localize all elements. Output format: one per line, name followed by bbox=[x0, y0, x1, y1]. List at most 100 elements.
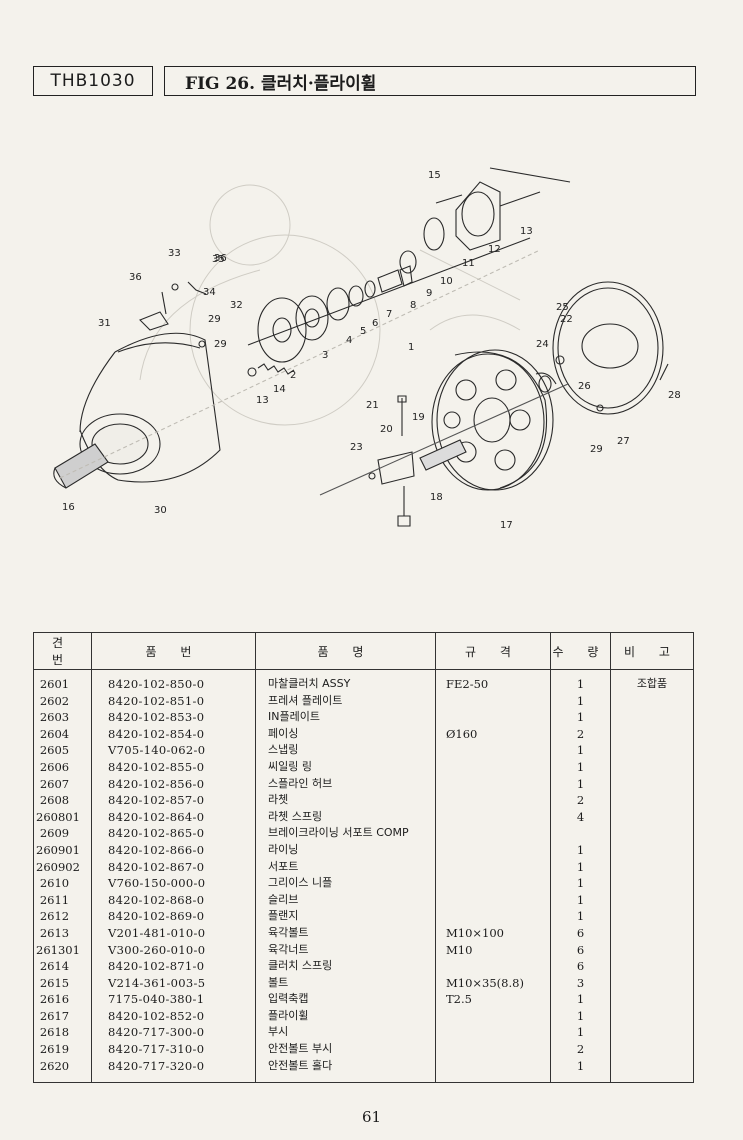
cell-part-no: 8420-102-855-0 bbox=[91, 758, 256, 776]
cell-item-no: 260801 bbox=[33, 808, 92, 826]
cell-spec bbox=[435, 891, 551, 909]
cell-spec bbox=[435, 758, 551, 776]
cell-part-name: 안전볼트 홀다 bbox=[255, 1057, 436, 1084]
callout-label: 31 bbox=[98, 318, 111, 329]
cell-part-no: V201-481-010-0 bbox=[91, 924, 256, 942]
cell-part-name: 라이닝 bbox=[255, 841, 436, 859]
cell-remark bbox=[610, 958, 694, 975]
cell-part-no: 8420-102-852-0 bbox=[91, 1007, 256, 1025]
cell-part-no: V705-140-062-0 bbox=[91, 742, 256, 759]
cell-part-no: 8420-102-867-0 bbox=[91, 858, 256, 876]
cell-part-no: 8420-102-850-0 bbox=[91, 669, 256, 693]
cell-spec: M10×35(8.8) bbox=[435, 974, 551, 992]
col-header-part-name: 품 명 bbox=[255, 632, 436, 670]
cell-spec bbox=[435, 1007, 551, 1025]
cell-qty: 1 bbox=[550, 775, 611, 793]
cell-part-no: 8420-102-865-0 bbox=[91, 825, 256, 842]
cell-remark bbox=[610, 1041, 694, 1058]
cell-part-no: 8420-717-310-0 bbox=[91, 1041, 256, 1058]
cell-item-no: 2615 bbox=[33, 974, 92, 992]
cell-qty: 1 bbox=[550, 858, 611, 876]
cell-qty: 2 bbox=[550, 1041, 611, 1058]
cell-remark bbox=[610, 858, 694, 876]
cell-part-name: 페이싱 bbox=[255, 725, 436, 743]
cell-spec bbox=[435, 841, 551, 859]
callout-label: 18 bbox=[430, 492, 443, 503]
callout-label: 6 bbox=[372, 318, 378, 329]
cell-qty: 6 bbox=[550, 958, 611, 975]
cell-part-name: 육각볼트 bbox=[255, 924, 436, 942]
cell-part-name: 브레이크라이닝 서포트 COMP bbox=[255, 825, 436, 842]
cell-spec bbox=[435, 742, 551, 759]
callout-label: 29 bbox=[214, 339, 227, 350]
cell-remark bbox=[610, 1057, 694, 1084]
callout-label: 27 bbox=[617, 436, 630, 447]
cell-item-no: 2607 bbox=[33, 775, 92, 793]
cell-item-no: 2606 bbox=[33, 758, 92, 776]
cell-qty: 1 bbox=[550, 1024, 611, 1042]
cell-qty: 4 bbox=[550, 808, 611, 826]
cell-item-no: 2611 bbox=[33, 891, 92, 909]
cell-item-no: 2612 bbox=[33, 908, 92, 925]
cell-item-no: 2609 bbox=[33, 825, 92, 842]
callout-label: 3 bbox=[322, 350, 328, 361]
cell-remark bbox=[610, 1007, 694, 1025]
col-header-qty: 수 량 bbox=[550, 632, 611, 670]
cell-item-no: 2620 bbox=[33, 1057, 92, 1084]
cell-part-name: 입력축캡 bbox=[255, 991, 436, 1008]
page-number: 61 bbox=[361, 1108, 382, 1126]
cell-spec: FE2-50 bbox=[435, 669, 551, 693]
cell-part-no: 8420-102-857-0 bbox=[91, 792, 256, 809]
cell-remark bbox=[610, 692, 694, 710]
cell-remark bbox=[610, 941, 694, 959]
callout-label: 22 bbox=[560, 314, 573, 325]
cell-remark bbox=[610, 742, 694, 759]
cell-qty: 1 bbox=[550, 692, 611, 710]
callout-label: 25 bbox=[556, 302, 569, 313]
cell-item-no: 2610 bbox=[33, 875, 92, 892]
cell-spec: M10×100 bbox=[435, 924, 551, 942]
cell-part-name: 클러치 스프링 bbox=[255, 958, 436, 975]
cell-qty: 1 bbox=[550, 1007, 611, 1025]
callout-label: 29 bbox=[590, 444, 603, 455]
callout-label: 21 bbox=[366, 400, 379, 411]
callout-label: 1 bbox=[408, 342, 414, 353]
cell-part-no: 8420-102-869-0 bbox=[91, 908, 256, 925]
cell-part-no: V760-150-000-0 bbox=[91, 875, 256, 892]
cell-remark bbox=[610, 1024, 694, 1042]
cell-item-no: 2613 bbox=[33, 924, 92, 942]
cell-remark bbox=[610, 875, 694, 892]
callout-label: 16 bbox=[62, 502, 75, 513]
callout-label: 5 bbox=[360, 326, 366, 337]
cell-spec bbox=[435, 858, 551, 876]
cell-part-name: 볼트 bbox=[255, 974, 436, 992]
cell-spec bbox=[435, 692, 551, 710]
callout-label: 32 bbox=[230, 300, 243, 311]
cell-qty: 1 bbox=[550, 891, 611, 909]
callout-label: 36 bbox=[214, 253, 227, 264]
cell-qty bbox=[550, 825, 611, 842]
cell-spec bbox=[435, 775, 551, 793]
cell-item-no: 2601 bbox=[33, 669, 92, 693]
cell-part-no: V214-361-003-5 bbox=[91, 974, 256, 992]
cell-part-no: 8420-102-856-0 bbox=[91, 775, 256, 793]
cell-part-name: 부시 bbox=[255, 1024, 436, 1042]
callout-label: 7 bbox=[386, 309, 392, 320]
callout-label: 35 bbox=[212, 254, 225, 265]
cell-part-name: IN플레이트 bbox=[255, 709, 436, 726]
cell-spec bbox=[435, 1041, 551, 1058]
callout-label: 24 bbox=[536, 339, 549, 350]
callout-label: 30 bbox=[154, 505, 167, 516]
cell-remark bbox=[610, 974, 694, 992]
cell-remark bbox=[610, 725, 694, 743]
